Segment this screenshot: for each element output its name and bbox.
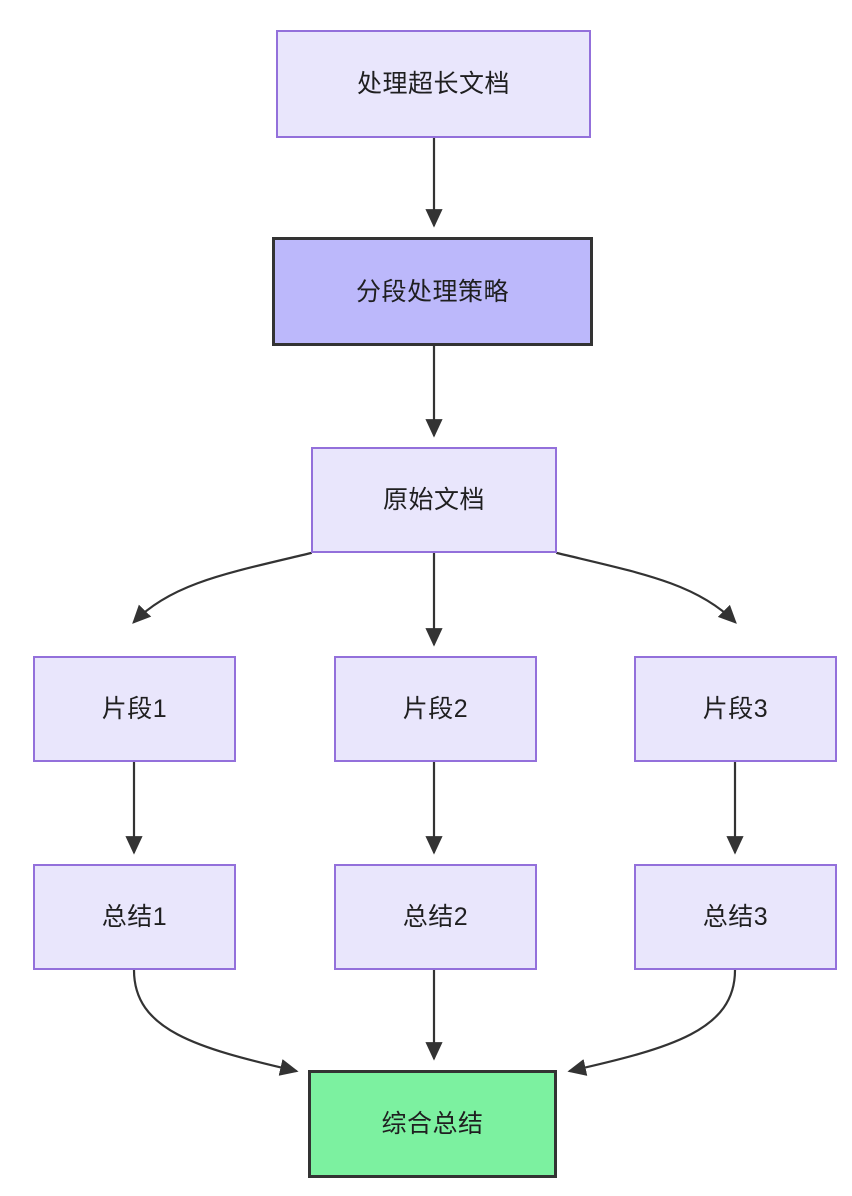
node-label: 片段3 — [702, 695, 769, 723]
node-label: 综合总结 — [381, 1110, 484, 1138]
node-strategy[interactable]: 分段处理策略 — [272, 237, 593, 346]
node-sum1[interactable]: 总结1 — [33, 864, 236, 970]
edge-sum1-to-final — [132, 968, 299, 1076]
node-root[interactable]: 处理超长文档 — [276, 30, 591, 138]
node-final[interactable]: 综合总结 — [308, 1070, 557, 1178]
node-label: 总结1 — [101, 903, 168, 931]
node-label: 原始文档 — [382, 486, 485, 514]
edge-sum3-to-final — [567, 968, 737, 1076]
node-chunk3[interactable]: 片段3 — [634, 656, 837, 762]
node-label: 总结2 — [402, 903, 469, 931]
node-label: 片段2 — [402, 695, 469, 723]
node-label: 处理超长文档 — [356, 70, 510, 98]
node-chunk1[interactable]: 片段1 — [33, 656, 236, 762]
node-sum3[interactable]: 总结3 — [634, 864, 837, 970]
node-sum2[interactable]: 总结2 — [334, 864, 537, 970]
edge-source-to-chunk3 — [555, 551, 737, 624]
edge-source-to-chunk1 — [132, 551, 313, 624]
node-label: 片段1 — [101, 695, 168, 723]
node-label: 分段处理策略 — [355, 277, 509, 306]
node-chunk2[interactable]: 片段2 — [334, 656, 537, 762]
node-label: 总结3 — [702, 903, 769, 931]
node-source[interactable]: 原始文档 — [311, 447, 557, 553]
